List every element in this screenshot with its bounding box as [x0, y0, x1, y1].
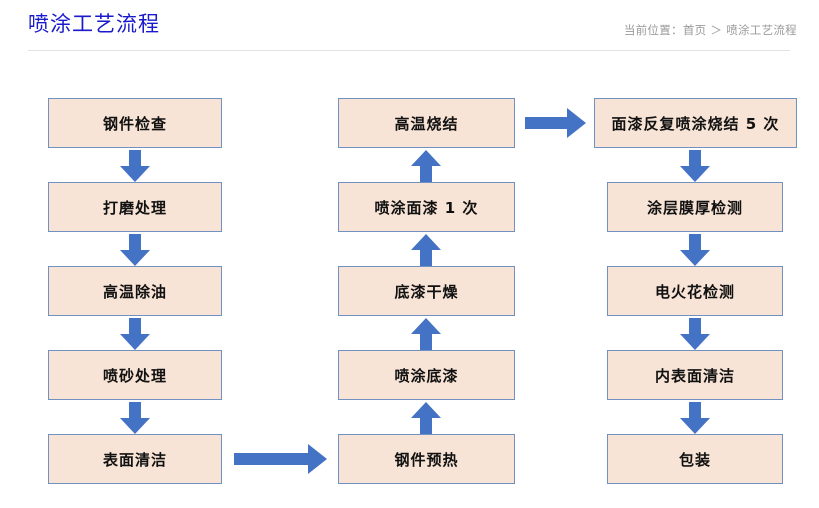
flow-box-primer-drying[interactable]: 底漆干燥: [338, 266, 515, 316]
breadcrumb-prefix: 当前位置：: [623, 23, 683, 37]
flow-box-steel-preheat[interactable]: 钢件预热: [338, 434, 515, 484]
arrow-up-c2-1: [409, 150, 443, 184]
arrow-right-col1-to-col2: [234, 443, 328, 475]
flow-box-steel-inspection[interactable]: 钢件检查: [48, 98, 222, 148]
flow-box-sandblasting[interactable]: 喷砂处理: [48, 350, 222, 400]
flow-box-topcoat-spray-once[interactable]: 喷涂面漆 1 次: [338, 182, 515, 232]
arrow-down-c1-4: [118, 402, 152, 436]
flow-box-topcoat-repeat-5-times[interactable]: 面漆反复喷涂烧结 5 次: [594, 98, 797, 148]
arrow-up-c2-2: [409, 234, 443, 268]
flow-box-packaging[interactable]: 包装: [607, 434, 783, 484]
breadcrumb-link-home[interactable]: 首页: [682, 23, 707, 37]
arrow-down-c1-2: [118, 234, 152, 268]
flow-box-primer-spray[interactable]: 喷涂底漆: [338, 350, 515, 400]
flow-box-high-temp-sintering[interactable]: 高温烧结: [338, 98, 515, 148]
arrow-up-c2-4: [409, 402, 443, 436]
arrow-right-col2-to-col3: [525, 107, 587, 139]
page-header: 喷涂工艺流程 当前位置：首页 ＞ 喷涂工艺流程: [0, 0, 819, 58]
flow-box-inner-surface-cleaning[interactable]: 内表面清洁: [607, 350, 783, 400]
flow-box-grinding[interactable]: 打磨处理: [48, 182, 222, 232]
arrow-down-c3-3: [678, 318, 712, 352]
flow-box-surface-cleaning[interactable]: 表面清洁: [48, 434, 222, 484]
breadcrumb: 当前位置：首页 ＞ 喷涂工艺流程: [624, 22, 797, 38]
arrow-up-c2-3: [409, 318, 443, 352]
page-title: 喷涂工艺流程: [28, 12, 160, 36]
process-flow-diagram: 钢件检查 打磨处理 高温除油 喷砂处理 表面清洁 高温烧结 喷涂: [0, 58, 819, 508]
arrow-down-c1-1: [118, 150, 152, 184]
arrow-down-c3-1: [678, 150, 712, 184]
header-divider: [28, 50, 790, 51]
flow-box-spark-test[interactable]: 电火花检测: [607, 266, 783, 316]
arrow-down-c3-4: [678, 402, 712, 436]
flow-box-coating-thickness-test[interactable]: 涂层膜厚检测: [607, 182, 783, 232]
arrow-down-c3-2: [678, 234, 712, 268]
breadcrumb-current: 喷涂工艺流程: [726, 23, 797, 37]
breadcrumb-separator-icon: ＞: [710, 23, 723, 37]
arrow-down-c1-3: [118, 318, 152, 352]
flow-box-high-temp-degrease[interactable]: 高温除油: [48, 266, 222, 316]
